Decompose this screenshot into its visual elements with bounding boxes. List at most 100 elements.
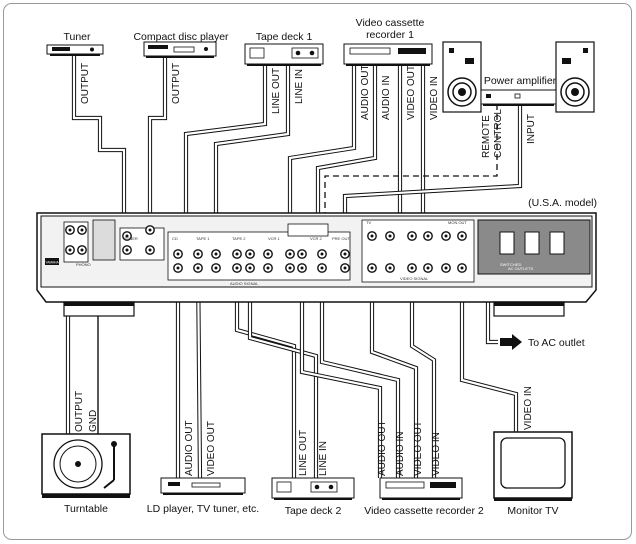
- rca-jack-pin: [300, 252, 304, 256]
- cable-label-vcr1-video-out: VIDEO OUT: [406, 65, 417, 120]
- rca-jack-pin: [444, 266, 448, 270]
- rca-jack-pin: [300, 266, 304, 270]
- amplifier-rear-panel: YAMAHA: [36, 212, 597, 317]
- panel-label-video-signal: VIDEO SIGNAL: [400, 276, 429, 281]
- panel-label-mon-out: MON OUT: [448, 220, 467, 225]
- cable-label-deck1-line-in: LINE IN: [294, 69, 305, 104]
- label-power-amplifier: Power amplifier: [484, 75, 557, 87]
- label-cd-player: Compact disc player: [133, 31, 229, 43]
- cable-label-ld-audio-out: AUDIO OUT: [184, 420, 195, 476]
- tape-deck-1-device: [244, 43, 324, 66]
- panel-label-tape2: TAPE 2: [232, 236, 246, 241]
- cable-label-vcr2-video-out: VIDEO OUT: [413, 421, 424, 476]
- rca-jack-pin: [68, 248, 72, 252]
- label-ac-outlet: To AC outlet: [528, 337, 585, 349]
- cable-label-amp-input: INPUT: [526, 114, 537, 144]
- rca-jack-pin: [80, 248, 84, 252]
- rca-jack-pin: [320, 252, 324, 256]
- cable-label-ld-video-out: VIDEO OUT: [206, 421, 217, 476]
- ld-player-device: [160, 477, 246, 495]
- ac-outlet-arrow-icon: [500, 334, 522, 350]
- rca-jack-pin: [410, 234, 414, 238]
- right-speaker: [555, 41, 595, 113]
- cable-label-cd-output: OUTPUT: [171, 63, 182, 104]
- cable-label-amp-control: CONTROL: [493, 109, 504, 158]
- vcr-2-device: [379, 477, 463, 500]
- rca-jack-pin: [266, 266, 270, 270]
- rca-jack-pin: [125, 234, 129, 238]
- rca-jack-pin: [460, 234, 464, 238]
- panel-labels: PHONO TUNER CD TAPE 1 TAPE 2 VCR 1 VCR 2…: [76, 220, 533, 286]
- label-turntable: Turntable: [64, 503, 108, 515]
- rca-jack-pin: [343, 252, 347, 256]
- cable-label-tuner-output: OUTPUT: [80, 63, 91, 104]
- turntable-device: [41, 433, 131, 498]
- panel-label-vcr2: VCR 2: [310, 236, 323, 241]
- label-vcr-1-line-2: recorder 1: [366, 29, 414, 41]
- rca-jack-pin: [235, 266, 239, 270]
- cable-label-amp-remote: REMOTE: [481, 115, 492, 158]
- cable-label-turntable-gnd: GND: [88, 410, 99, 432]
- label-tape-deck-2: Tape deck 2: [285, 505, 342, 517]
- rear-panel-jacks: [65, 225, 467, 273]
- rca-jack-pin: [176, 252, 180, 256]
- label-tuner: Tuner: [63, 31, 91, 43]
- panel-label-tv: TV: [366, 220, 371, 225]
- panel-label-vcr1: VCR 1: [268, 236, 281, 241]
- rca-jack-pin: [148, 248, 152, 252]
- left-speaker: [442, 41, 482, 113]
- rca-jack-pin: [214, 266, 218, 270]
- panel-label-switched: SWITCHED: [500, 262, 521, 267]
- label-tape-deck-1: Tape deck 1: [256, 31, 313, 43]
- rca-jack-pin: [388, 266, 392, 270]
- rca-jack-pin: [176, 266, 180, 270]
- panel-label-cd: CD: [172, 236, 178, 241]
- power-amplifier-device: [480, 89, 557, 106]
- rca-jack-pin: [68, 228, 72, 232]
- rca-jack-pin: [80, 228, 84, 232]
- cable-label-deck2-line-out: LINE OUT: [298, 430, 309, 476]
- label-ld-player: LD player, TV tuner, etc.: [147, 503, 259, 515]
- cable-label-turntable-output: OUTPUT: [74, 391, 85, 432]
- rca-jack-pin: [444, 234, 448, 238]
- cable-label-tv-video-in: VIDEO IN: [523, 386, 534, 430]
- rca-jack-pin: [370, 234, 374, 238]
- rca-jack-pin: [410, 266, 414, 270]
- panel-label-tape1: TAPE 1: [196, 236, 210, 241]
- rca-jack-pin: [288, 252, 292, 256]
- rca-jack-pin: [343, 266, 347, 270]
- vcr-1-device: [343, 43, 433, 66]
- rca-jack-pin: [320, 266, 324, 270]
- cd-player-device: [143, 41, 217, 58]
- panel-label-audio-signal: AUDIO SIGNAL: [230, 281, 259, 286]
- cable-label-vcr1-audio-in: AUDIO IN: [381, 76, 392, 120]
- rca-jack-pin: [288, 266, 292, 270]
- rca-jack-pin: [196, 266, 200, 270]
- rca-jack-pin: [214, 252, 218, 256]
- panel-label-phono: PHONO: [76, 262, 91, 267]
- cable-label-deck2-line-in: LINE IN: [318, 441, 329, 476]
- label-monitor-tv: Monitor TV: [507, 505, 558, 517]
- rca-jack-pin: [248, 252, 252, 256]
- svg-text:YAMAHA: YAMAHA: [45, 261, 59, 265]
- rca-jack-pin: [426, 266, 430, 270]
- panel-label-ac-outlets: AC OUTLETS: [508, 266, 533, 271]
- label-usa-model: (U.S.A. model): [528, 197, 597, 209]
- rca-jack-pin: [460, 266, 464, 270]
- label-vcr-2: Video cassette recorder 2: [364, 505, 484, 517]
- rca-jack-pin: [248, 266, 252, 270]
- cable-label-deck1-line-out: LINE OUT: [271, 68, 282, 114]
- cable-label-vcr2-audio-in: AUDIO IN: [395, 432, 406, 476]
- rca-jack-pin: [370, 266, 374, 270]
- rca-jack-pin: [125, 248, 129, 252]
- rca-jack-pin: [235, 252, 239, 256]
- cable-label-vcr1-audio-out: AUDIO OUT: [360, 64, 371, 120]
- panel-label-pre-out: PRE OUT: [332, 236, 350, 241]
- cable-label-vcr2-audio-out: AUDIO OUT: [377, 420, 388, 476]
- tape-deck-2-device: [271, 477, 355, 500]
- rca-jack-pin: [148, 228, 152, 232]
- rca-jack-pin: [266, 252, 270, 256]
- tuner-device: [46, 44, 104, 56]
